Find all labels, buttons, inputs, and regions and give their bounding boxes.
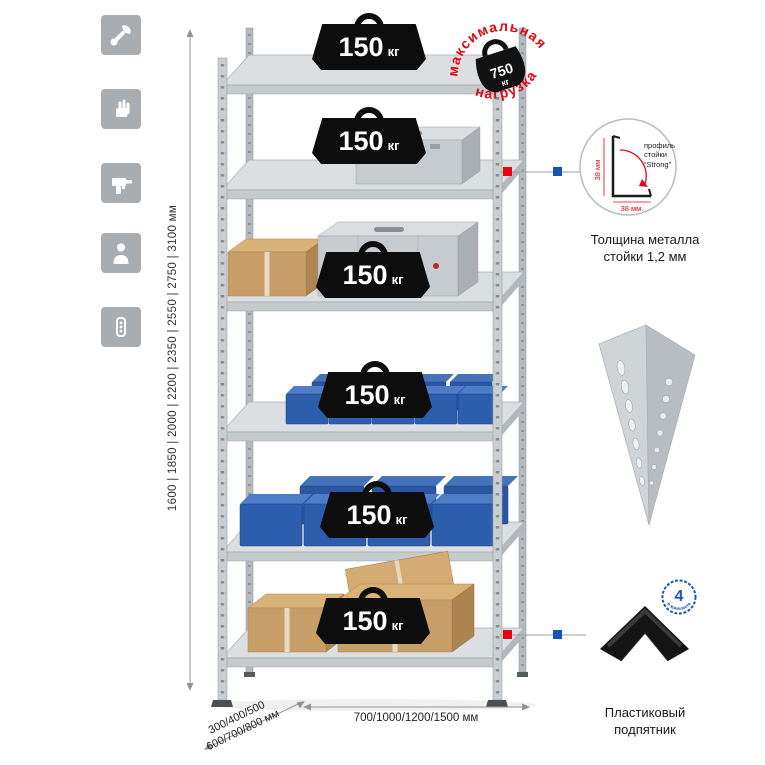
callout-connector-bottom bbox=[500, 630, 586, 639]
stamp-unit: кг bbox=[500, 76, 511, 88]
stamp-weight-icon bbox=[475, 39, 526, 93]
person-icon bbox=[113, 243, 129, 264]
feature-tile-gloves bbox=[101, 89, 141, 129]
load-unit: кг bbox=[387, 44, 400, 59]
plastic-foot-graphic bbox=[600, 606, 689, 662]
depth-dimension-line bbox=[204, 701, 305, 750]
profile-caption-line-1: Толщина металла bbox=[590, 232, 700, 247]
load-unit: кг bbox=[395, 512, 408, 527]
load-value: 150 bbox=[346, 500, 392, 530]
profile-label-2: стойки bbox=[644, 150, 667, 159]
load-unit: кг bbox=[391, 272, 404, 287]
front-posts bbox=[211, 57, 508, 707]
red-marker bbox=[503, 167, 512, 176]
load-unit: кг bbox=[393, 392, 406, 407]
perforated-post-graphic bbox=[598, 324, 696, 526]
load-value: 150 bbox=[338, 126, 384, 156]
width-dimension-label: 700/1000/1200/1500 мм bbox=[353, 712, 479, 724]
profile-label-1: профиль bbox=[644, 141, 675, 150]
back-posts bbox=[244, 27, 528, 677]
weight-handle-icon bbox=[362, 481, 392, 496]
load-value: 150 bbox=[344, 380, 390, 410]
load-value: 150 bbox=[338, 32, 384, 62]
width-dimension-line bbox=[303, 703, 530, 711]
weight-handle-icon bbox=[358, 241, 388, 256]
badge-count: 4 bbox=[675, 588, 684, 605]
gloves-icon bbox=[116, 99, 130, 117]
profile-dim-horizontal: 38 мм. bbox=[621, 204, 644, 213]
red-marker bbox=[503, 630, 512, 639]
weight-handle-icon bbox=[358, 587, 388, 602]
feature-tile-drill bbox=[101, 163, 141, 203]
load-value: 150 bbox=[342, 260, 388, 290]
feature-tile-post bbox=[101, 307, 141, 347]
included-count-badge: 4 в комплекте bbox=[661, 579, 697, 615]
stamp-value: 750 bbox=[488, 59, 515, 82]
cardboard-box bbox=[227, 238, 325, 297]
foot-caption-line-2: подпятник bbox=[614, 721, 676, 737]
blue-marker bbox=[553, 167, 562, 176]
perforated-post-icon bbox=[116, 317, 126, 337]
foot-caption-line-1: Пластиковый bbox=[604, 705, 686, 720]
weight-handle-icon bbox=[360, 361, 390, 376]
height-dimension-line bbox=[186, 29, 194, 691]
profile-label-3: “Strong” bbox=[644, 160, 672, 169]
load-value: 150 bbox=[342, 606, 388, 636]
load-unit: кг bbox=[391, 618, 404, 633]
weight-handle-icon bbox=[354, 107, 384, 122]
feature-tile-tools bbox=[101, 15, 141, 55]
wrench-icon bbox=[110, 25, 131, 46]
blue-marker bbox=[553, 630, 562, 639]
drill-icon bbox=[112, 178, 132, 194]
height-dimension-label: 1600 | 1850 | 2000 | 2200 | 2350 | 2550 … bbox=[167, 204, 179, 512]
foot-caption: Пластиковый подпятник bbox=[557, 705, 733, 739]
profile-caption: Толщина металла стойки 1,2 мм bbox=[557, 232, 733, 266]
callout-connector-top bbox=[500, 167, 582, 176]
profile-callout: 38 мм 38 мм. профиль стойки “Strong” bbox=[579, 118, 677, 216]
load-unit: кг bbox=[387, 138, 400, 153]
profile-caption-line-2: стойки 1,2 мм bbox=[603, 248, 687, 264]
max-load-stamp: максимальная нагрузка 750 кг bbox=[432, 3, 553, 110]
profile-dim-vertical: 38 мм bbox=[593, 160, 602, 181]
weight-handle-icon bbox=[354, 13, 384, 28]
bend-arrow-icon bbox=[619, 149, 647, 185]
feature-tile-person bbox=[101, 233, 141, 273]
